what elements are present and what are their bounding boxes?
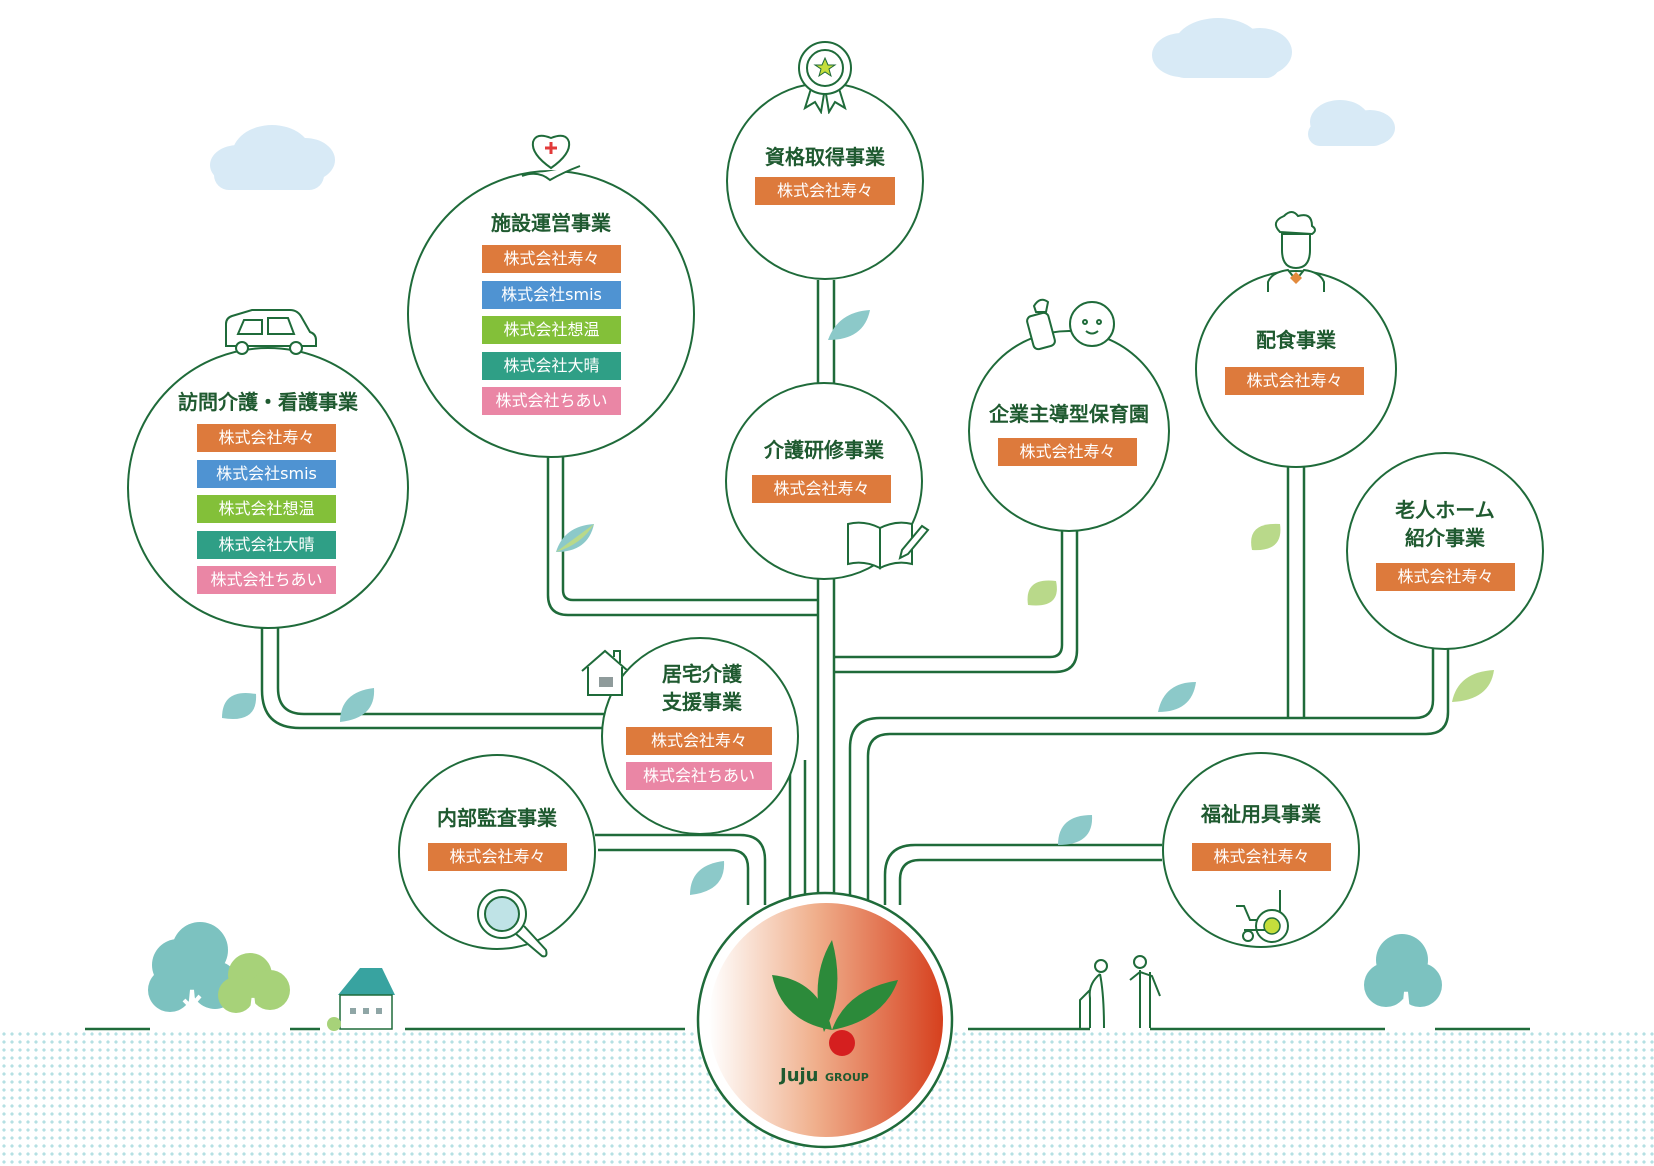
roujin-title: 老人ホーム 紹介事業: [1346, 496, 1544, 552]
cloud-right: [1308, 100, 1395, 146]
naibu-company-kotobuki: 株式会社寿々: [428, 843, 567, 871]
leaf: [690, 861, 725, 895]
magnifier-icon: [474, 886, 552, 962]
leaf: [1251, 523, 1281, 551]
shisetsu-company-souon: 株式会社想温: [482, 316, 621, 344]
roujin-title-line2: 紹介事業: [1405, 526, 1485, 550]
houmon-company-souon: 株式会社想温: [197, 495, 336, 523]
leaf: [1027, 580, 1057, 606]
kyotaku-company-chiai: 株式会社ちあい: [626, 762, 772, 790]
clouds: [210, 18, 1395, 190]
leaf: [1058, 815, 1093, 845]
roujin-bubble: [1346, 452, 1544, 650]
kaigo-kenshu-title: 介護研修事業: [764, 438, 884, 462]
naibu-title: 内部監査事業: [437, 806, 557, 830]
shikaku-title: 資格取得事業: [765, 145, 885, 169]
branch-lines: [85, 280, 1530, 1031]
leaf: [222, 693, 257, 719]
leaf: [340, 688, 375, 722]
haishoku-company-kotobuki: 株式会社寿々: [1225, 367, 1364, 395]
roujin-title-line1: 老人ホーム: [1395, 498, 1495, 522]
houmon-company-chiai: 株式会社ちあい: [197, 566, 336, 594]
award-badge-icon: [793, 38, 857, 115]
houmon-company-smis: 株式会社smis: [197, 460, 336, 488]
houmon-company-kotobuki: 株式会社寿々: [197, 424, 336, 452]
chef-icon: [1264, 210, 1328, 294]
juju-logo-brand: Juju: [778, 1065, 819, 1086]
kyotaku-company-kotobuki: 株式会社寿々: [626, 727, 772, 755]
leaf: [828, 310, 870, 340]
roujin-company-kotobuki: 株式会社寿々: [1376, 563, 1515, 591]
elderly-couple-icon: [1079, 955, 1161, 1029]
kyotaku-title: 居宅介護 支援事業: [632, 660, 772, 716]
cloud-left: [210, 125, 335, 190]
kigyou-hoiku-bubble: [968, 330, 1170, 532]
tree-right: [1364, 934, 1442, 1031]
juju-logo-suffix: GROUP: [825, 1071, 869, 1084]
kyotaku-title-line2: 支援事業: [662, 690, 742, 714]
kaigo-kenshu-company-kotobuki: 株式会社寿々: [752, 475, 891, 503]
leaf: [1452, 670, 1494, 702]
leaf: [1158, 682, 1196, 712]
car-icon: [220, 306, 320, 360]
fukushi-title: 福祉用具事業: [1201, 802, 1321, 826]
leaves: [222, 310, 1494, 895]
houmon-title: 訪問介護・看護事業: [178, 390, 358, 414]
shisetsu-company-chiai: 株式会社ちあい: [482, 387, 621, 415]
juju-group-root: Juju GROUP: [696, 891, 954, 1149]
trees-left: [148, 922, 290, 1031]
kyotaku-title-line1: 居宅介護: [662, 662, 742, 686]
leaf: [556, 524, 594, 552]
houmon-company-taisei: 株式会社大晴: [197, 531, 336, 559]
shisetsu-company-smis: 株式会社smis: [482, 281, 621, 309]
fukushi-company-kotobuki: 株式会社寿々: [1192, 843, 1331, 871]
heart-hand-icon: [518, 128, 584, 188]
house-icon: [578, 645, 632, 699]
wheelchair-icon: [1232, 886, 1294, 948]
baby-bottle-icon: [1024, 298, 1116, 352]
book-pen-icon: [844, 518, 930, 572]
cloud-top-right: [1152, 18, 1292, 78]
juju-leaf-logo-icon: [772, 940, 898, 1056]
shisetsu-company-kotobuki: 株式会社寿々: [482, 245, 621, 273]
small-house: [327, 968, 395, 1031]
kigyou-hoiku-company-kotobuki: 株式会社寿々: [998, 438, 1137, 466]
haishoku-title: 配食事業: [1256, 328, 1336, 352]
shisetsu-company-taisei: 株式会社大晴: [482, 352, 621, 380]
kigyou-hoiku-title: 企業主導型保育園: [989, 402, 1149, 426]
shikaku-company-kotobuki: 株式会社寿々: [755, 177, 895, 205]
shisetsu-title: 施設運営事業: [491, 211, 611, 235]
